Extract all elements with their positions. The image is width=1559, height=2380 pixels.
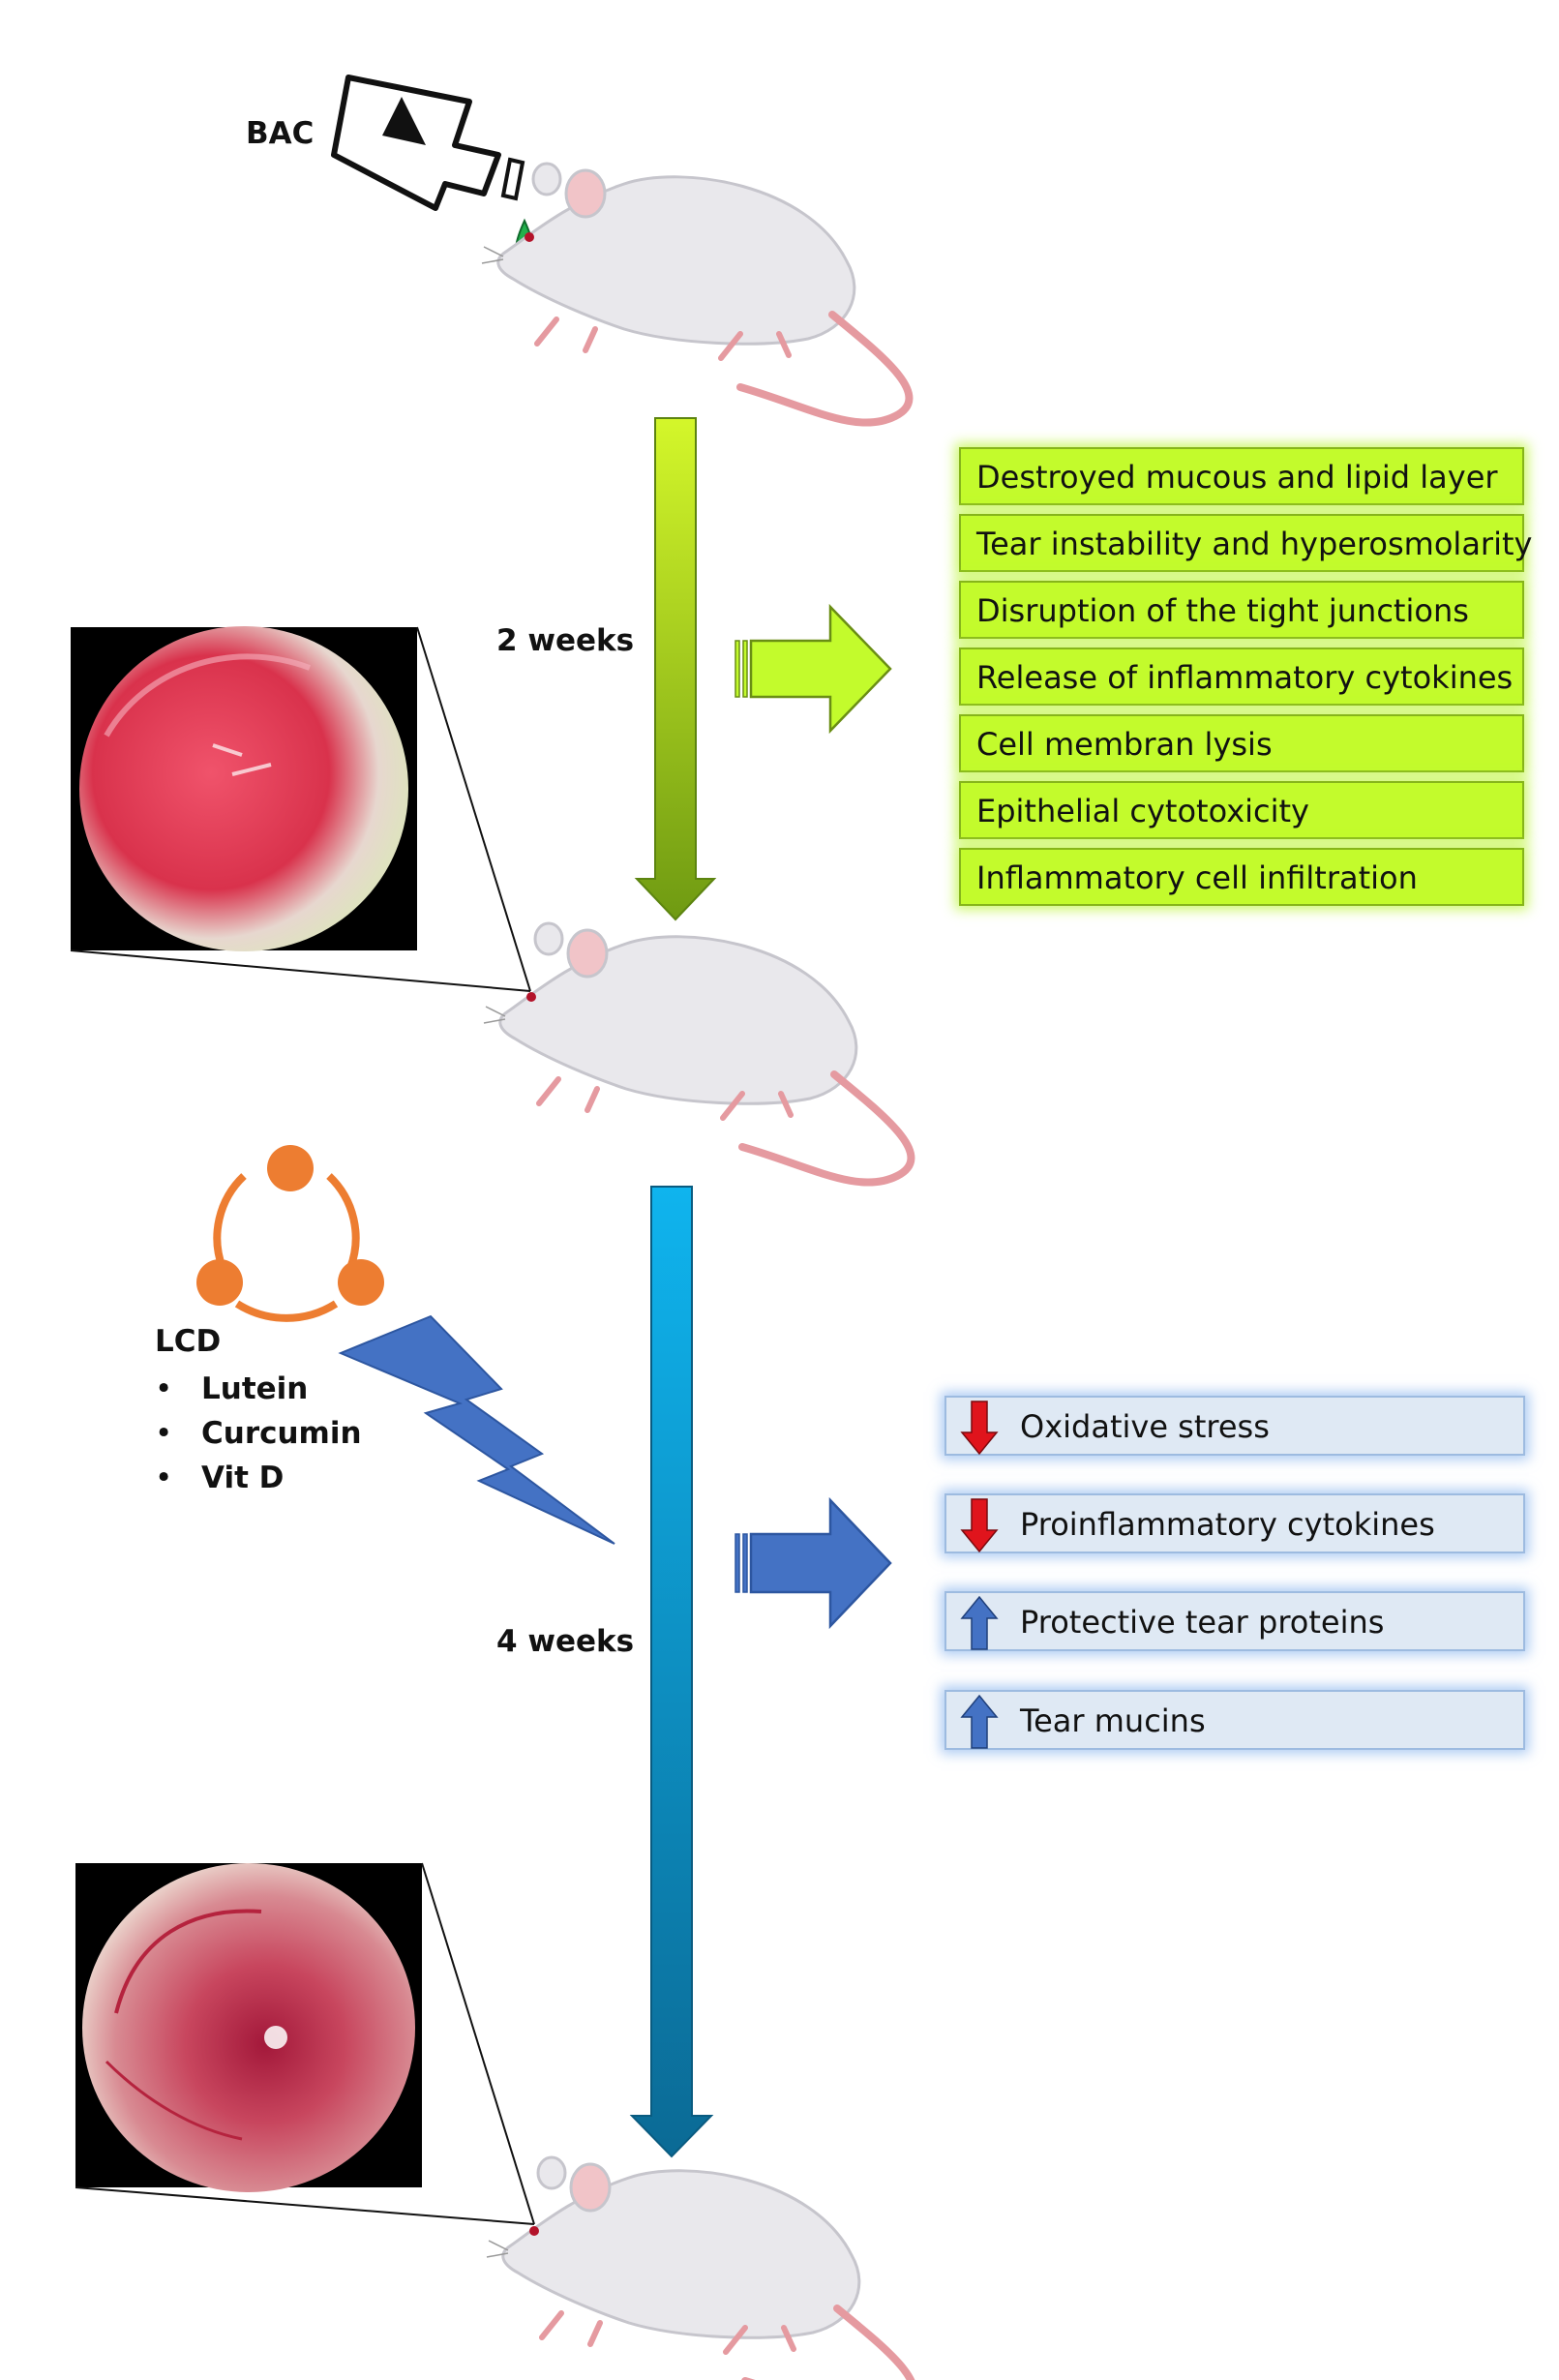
red-down-arrow-icon	[960, 1498, 999, 1553]
outcome-box: Tear mucins	[944, 1690, 1525, 1750]
lcd-item: Curcumin	[155, 1411, 362, 1456]
outcome-text: Tear mucins	[1020, 1702, 1206, 1739]
mouse-top	[482, 164, 909, 423]
four-weeks-label: 4 weeks	[496, 1624, 635, 1659]
blue-up-arrow-icon	[960, 1595, 999, 1650]
effect-text: Release of inflammatory cytokines	[976, 659, 1514, 696]
zoom-line	[75, 2186, 535, 2225]
outcome-box: Protective tear proteins	[944, 1591, 1525, 1651]
effect-box: Tear instability and hyperosmolarity	[959, 514, 1532, 572]
lcd-label: LCD	[155, 1324, 222, 1359]
lightning-bolt-icon	[338, 1314, 615, 1545]
lcd-item: Vit D	[155, 1456, 362, 1500]
effect-box: Epithelial cytotoxicity	[959, 781, 1524, 839]
effect-box: Release of inflammatory cytokines	[959, 648, 1524, 706]
effect-text: Tear instability and hyperosmolarity	[976, 526, 1533, 562]
eye-photo-week4	[75, 1863, 422, 2192]
effect-box: Disruption of the tight junctions	[959, 581, 1524, 639]
zoom-line	[416, 626, 531, 992]
lcd-item: Lutein	[155, 1367, 362, 1411]
effect-text: Destroyed mucous and lipid layer	[976, 459, 1498, 496]
effect-text: Disruption of the tight junctions	[976, 592, 1469, 629]
effect-box: Destroyed mucous and lipid layer	[959, 447, 1524, 505]
outcome-box: Oxidative stress	[944, 1396, 1525, 1456]
effect-box: Inflammatory cell infiltration	[959, 848, 1524, 906]
outcome-text: Protective tear proteins	[1020, 1604, 1385, 1641]
blue-right-arrow	[735, 1496, 892, 1630]
two-week-arrow	[634, 417, 717, 921]
red-down-arrow-icon	[960, 1401, 999, 1456]
zoom-line	[421, 1862, 535, 2225]
outcome-box: Proinflammatory cytokines	[944, 1493, 1525, 1553]
outcome-text: Proinflammatory cytokines	[1020, 1506, 1435, 1543]
mouse-middle	[484, 923, 911, 1183]
two-weeks-label: 2 weeks	[496, 623, 635, 658]
effect-text: Cell membran lysis	[976, 726, 1273, 763]
outcome-text: Oxidative stress	[1020, 1408, 1270, 1445]
effect-box: Cell membran lysis	[959, 714, 1524, 772]
effect-text: Inflammatory cell infiltration	[976, 859, 1418, 896]
mouse-bottom	[487, 2157, 914, 2380]
blue-up-arrow-icon	[960, 1694, 999, 1749]
lcd-ingredient-list: Lutein Curcumin Vit D	[155, 1367, 362, 1500]
lcd-cycle-icon	[196, 1145, 384, 1322]
eyedrop-bottle-icon	[331, 75, 525, 211]
eye-photo-week2	[71, 626, 417, 951]
zoom-line	[70, 949, 531, 992]
bac-label: BAC	[246, 116, 315, 151]
four-week-arrow	[629, 1186, 714, 2158]
effect-text: Epithelial cytotoxicity	[976, 793, 1309, 829]
green-right-arrow	[735, 603, 892, 735]
